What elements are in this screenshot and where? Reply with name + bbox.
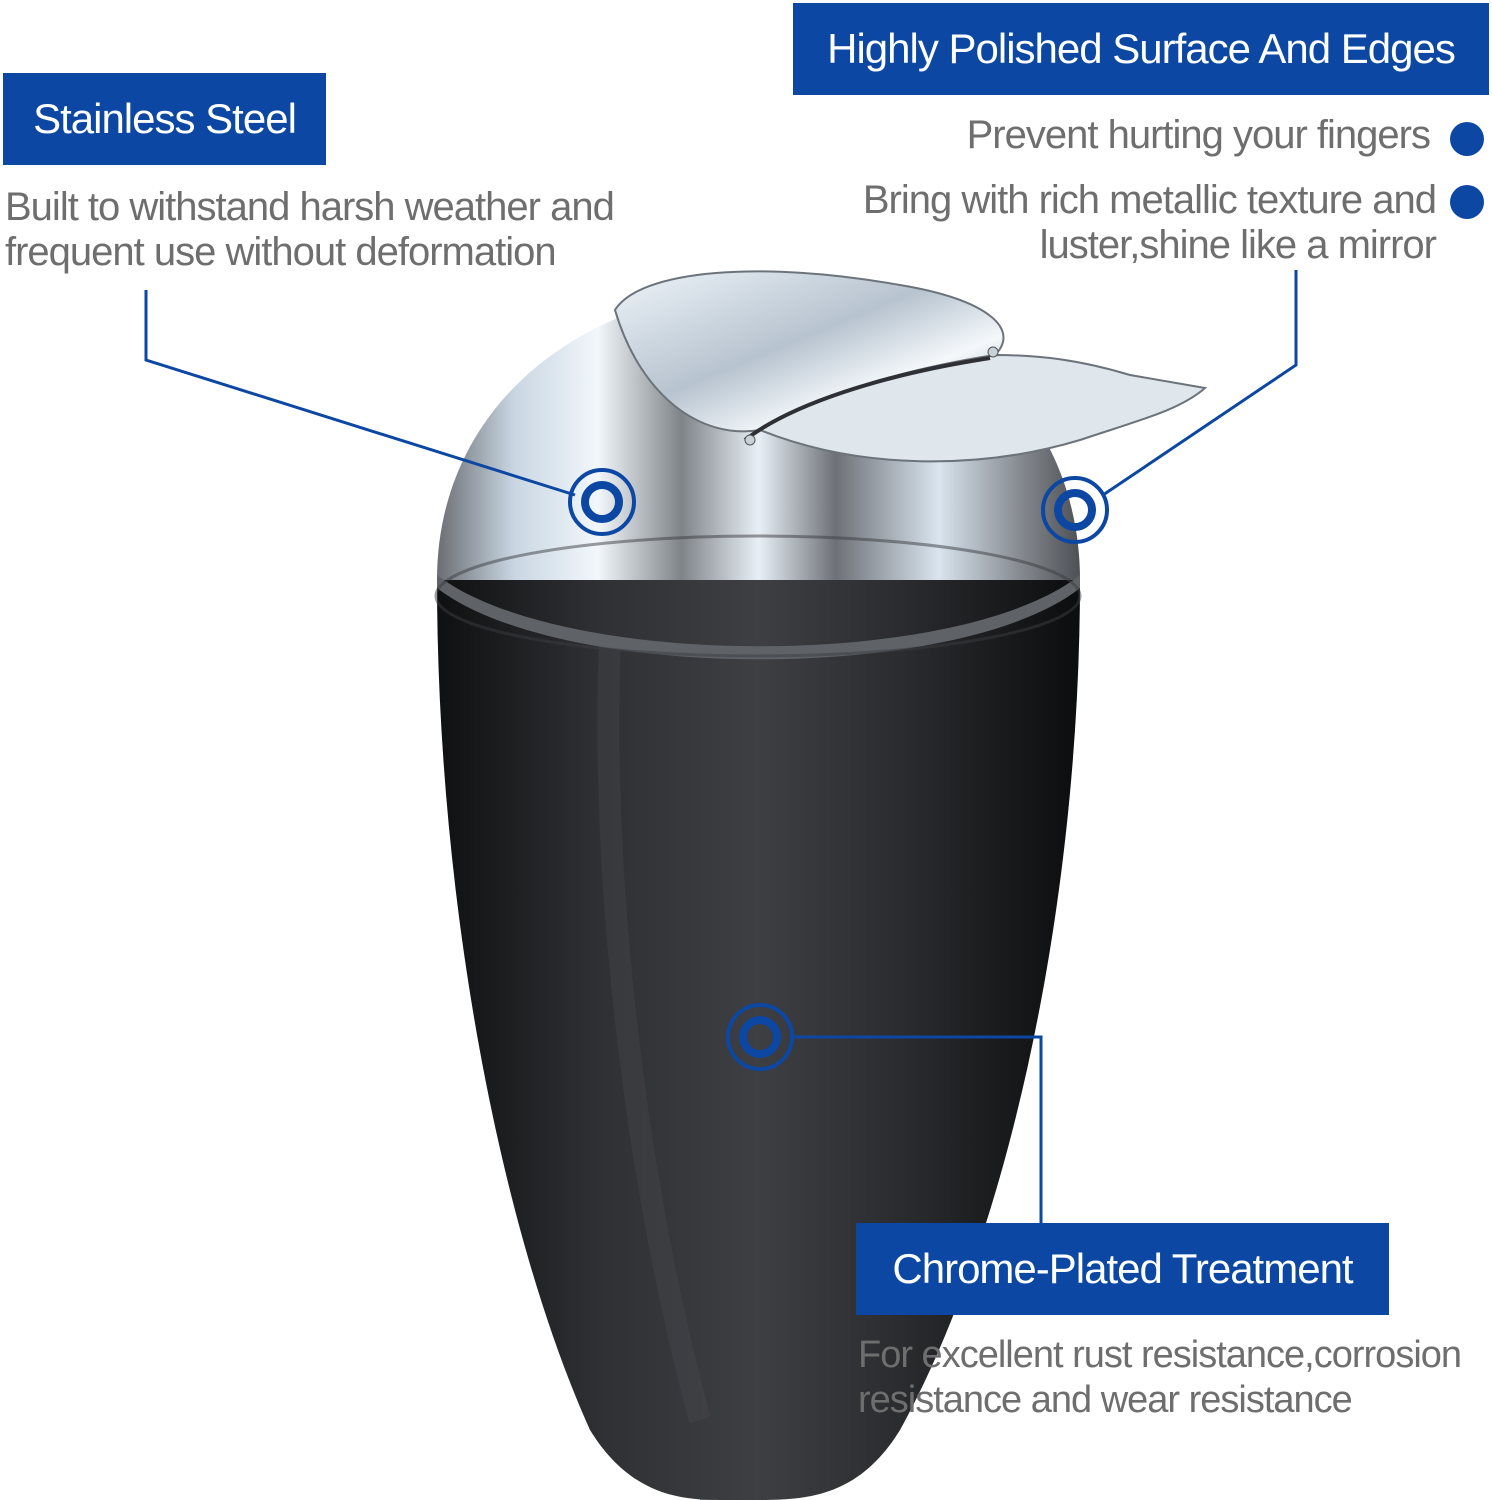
stainless-steel-description: Built to withstand harsh weather and fre… xyxy=(5,185,615,275)
polished-surface-title: Highly Polished Surface And Edges xyxy=(827,25,1456,72)
polished-bullet-2: Bring with rich metallic texture and lus… xyxy=(862,178,1437,268)
target-ring-icon xyxy=(1041,476,1109,544)
chrome-plated-title: Chrome-Plated Treatment xyxy=(892,1245,1353,1292)
polished-bullet-2-text: Bring with rich metallic texture and xyxy=(862,178,1437,222)
chrome-desc-line-2: resistance and wear resistance xyxy=(858,1379,1353,1421)
chrome-plated-badge: Chrome-Plated Treatment xyxy=(856,1223,1389,1315)
target-ring-icon xyxy=(726,1003,794,1071)
chrome-plated-description: For excellent rust resistance,corrosion … xyxy=(858,1333,1462,1423)
polished-bullet-2-cont: luster,shine like a mirror xyxy=(1039,223,1437,267)
stainless-steel-title: Stainless Steel xyxy=(33,95,297,142)
bullet-dot-icon xyxy=(1450,122,1484,156)
polished-bullet-1-text: Prevent hurting your fingers xyxy=(966,113,1431,157)
stainless-desc-line-1: Built to withstand harsh weather and xyxy=(5,185,615,229)
stainless-steel-badge: Stainless Steel xyxy=(3,73,326,165)
chrome-desc-line-1: For excellent rust resistance,corrosion xyxy=(858,1334,1462,1376)
bullet-dot-icon xyxy=(1450,185,1484,219)
target-ring-icon xyxy=(568,468,636,536)
polished-bullet-1: Prevent hurting your fingers xyxy=(966,113,1431,158)
polished-surface-badge: Highly Polished Surface And Edges xyxy=(793,3,1489,95)
stainless-desc-line-2: frequent use without deformation xyxy=(5,230,557,274)
